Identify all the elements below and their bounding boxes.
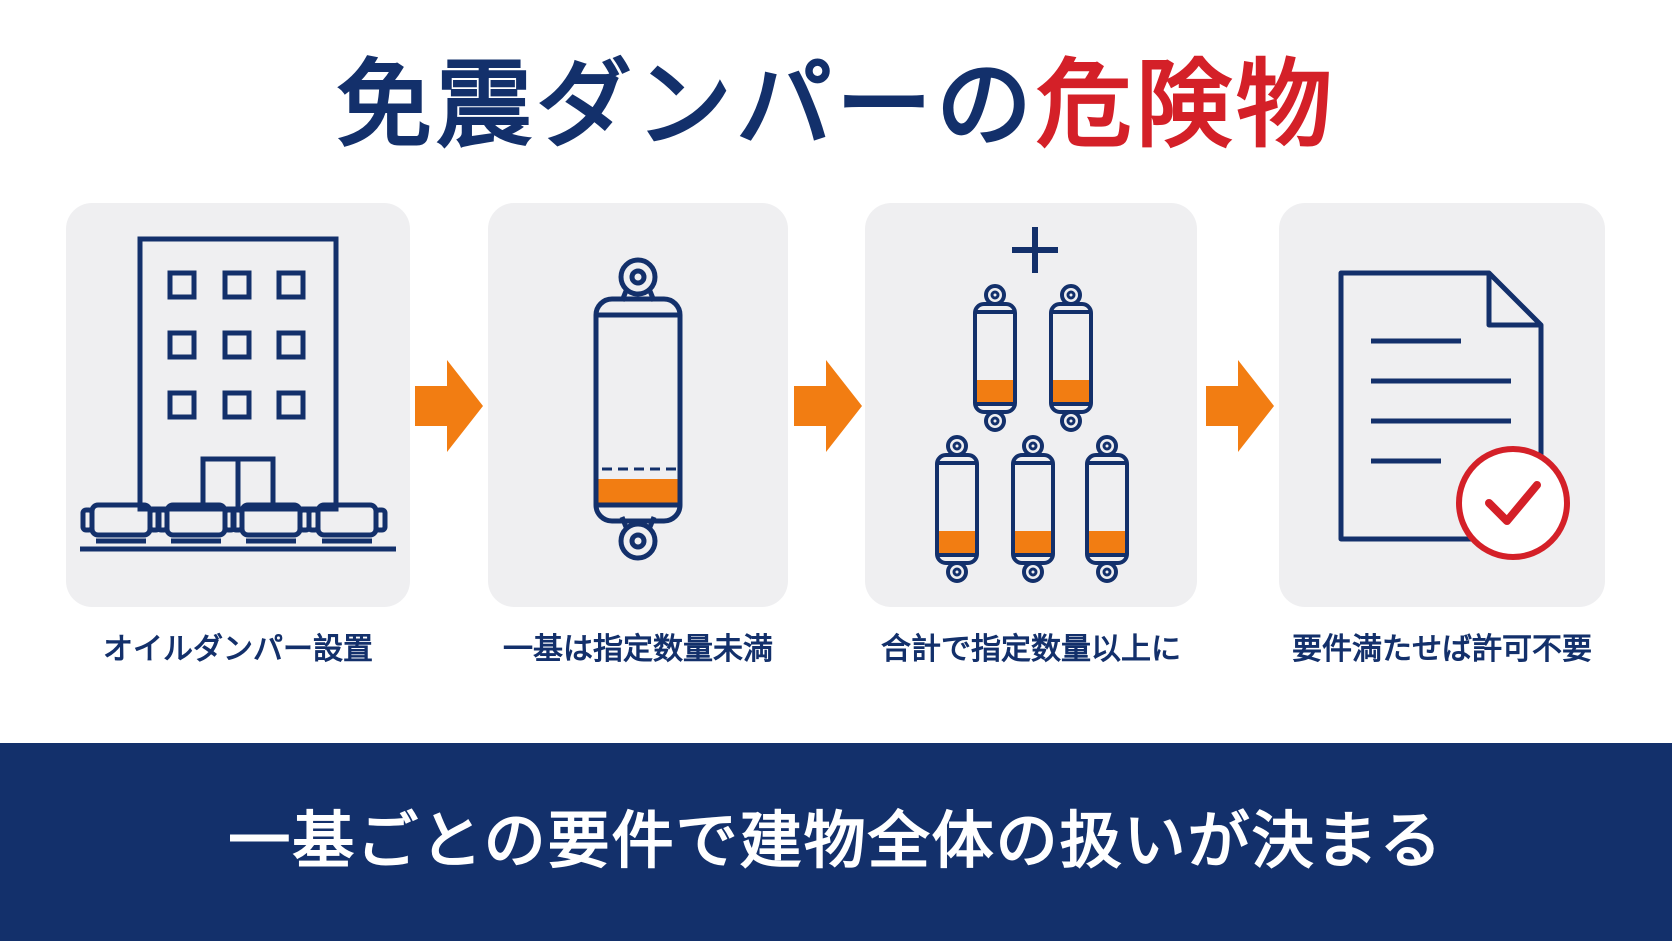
step-panel-4 xyxy=(1279,203,1605,607)
document-check-icon xyxy=(1338,270,1570,560)
step-panel-3: + xyxy=(865,203,1197,607)
summary-banner: 一基ごとの要件で建物全体の扱いが決まる xyxy=(0,743,1672,941)
arrow-right-icon xyxy=(1206,360,1274,452)
page-title: 免震ダンパーの危険物 xyxy=(0,40,1672,170)
step-label-4: 要件満たせば許可不要 xyxy=(1292,632,1592,667)
title-part-main: 免震ダンパーの xyxy=(336,49,1036,161)
building-with-dampers-icon xyxy=(80,236,396,552)
summary-text: 一基ごとの要件で建物全体の扱いが決まる xyxy=(228,804,1444,877)
step-label-2: 一基は指定数量未満 xyxy=(503,632,773,667)
step-panel-2 xyxy=(488,203,788,607)
multiple-dampers-icon xyxy=(935,227,1129,583)
title-part-highlight: 危険物 xyxy=(1036,49,1336,161)
single-damper-icon xyxy=(593,257,683,561)
arrow-right-icon xyxy=(794,360,862,452)
arrow-right-icon xyxy=(415,360,483,452)
step-panel-1 xyxy=(66,203,410,607)
step-label-1: オイルダンパー設置 xyxy=(103,632,373,667)
step-label-3: 合計で指定数量以上に xyxy=(881,632,1181,667)
